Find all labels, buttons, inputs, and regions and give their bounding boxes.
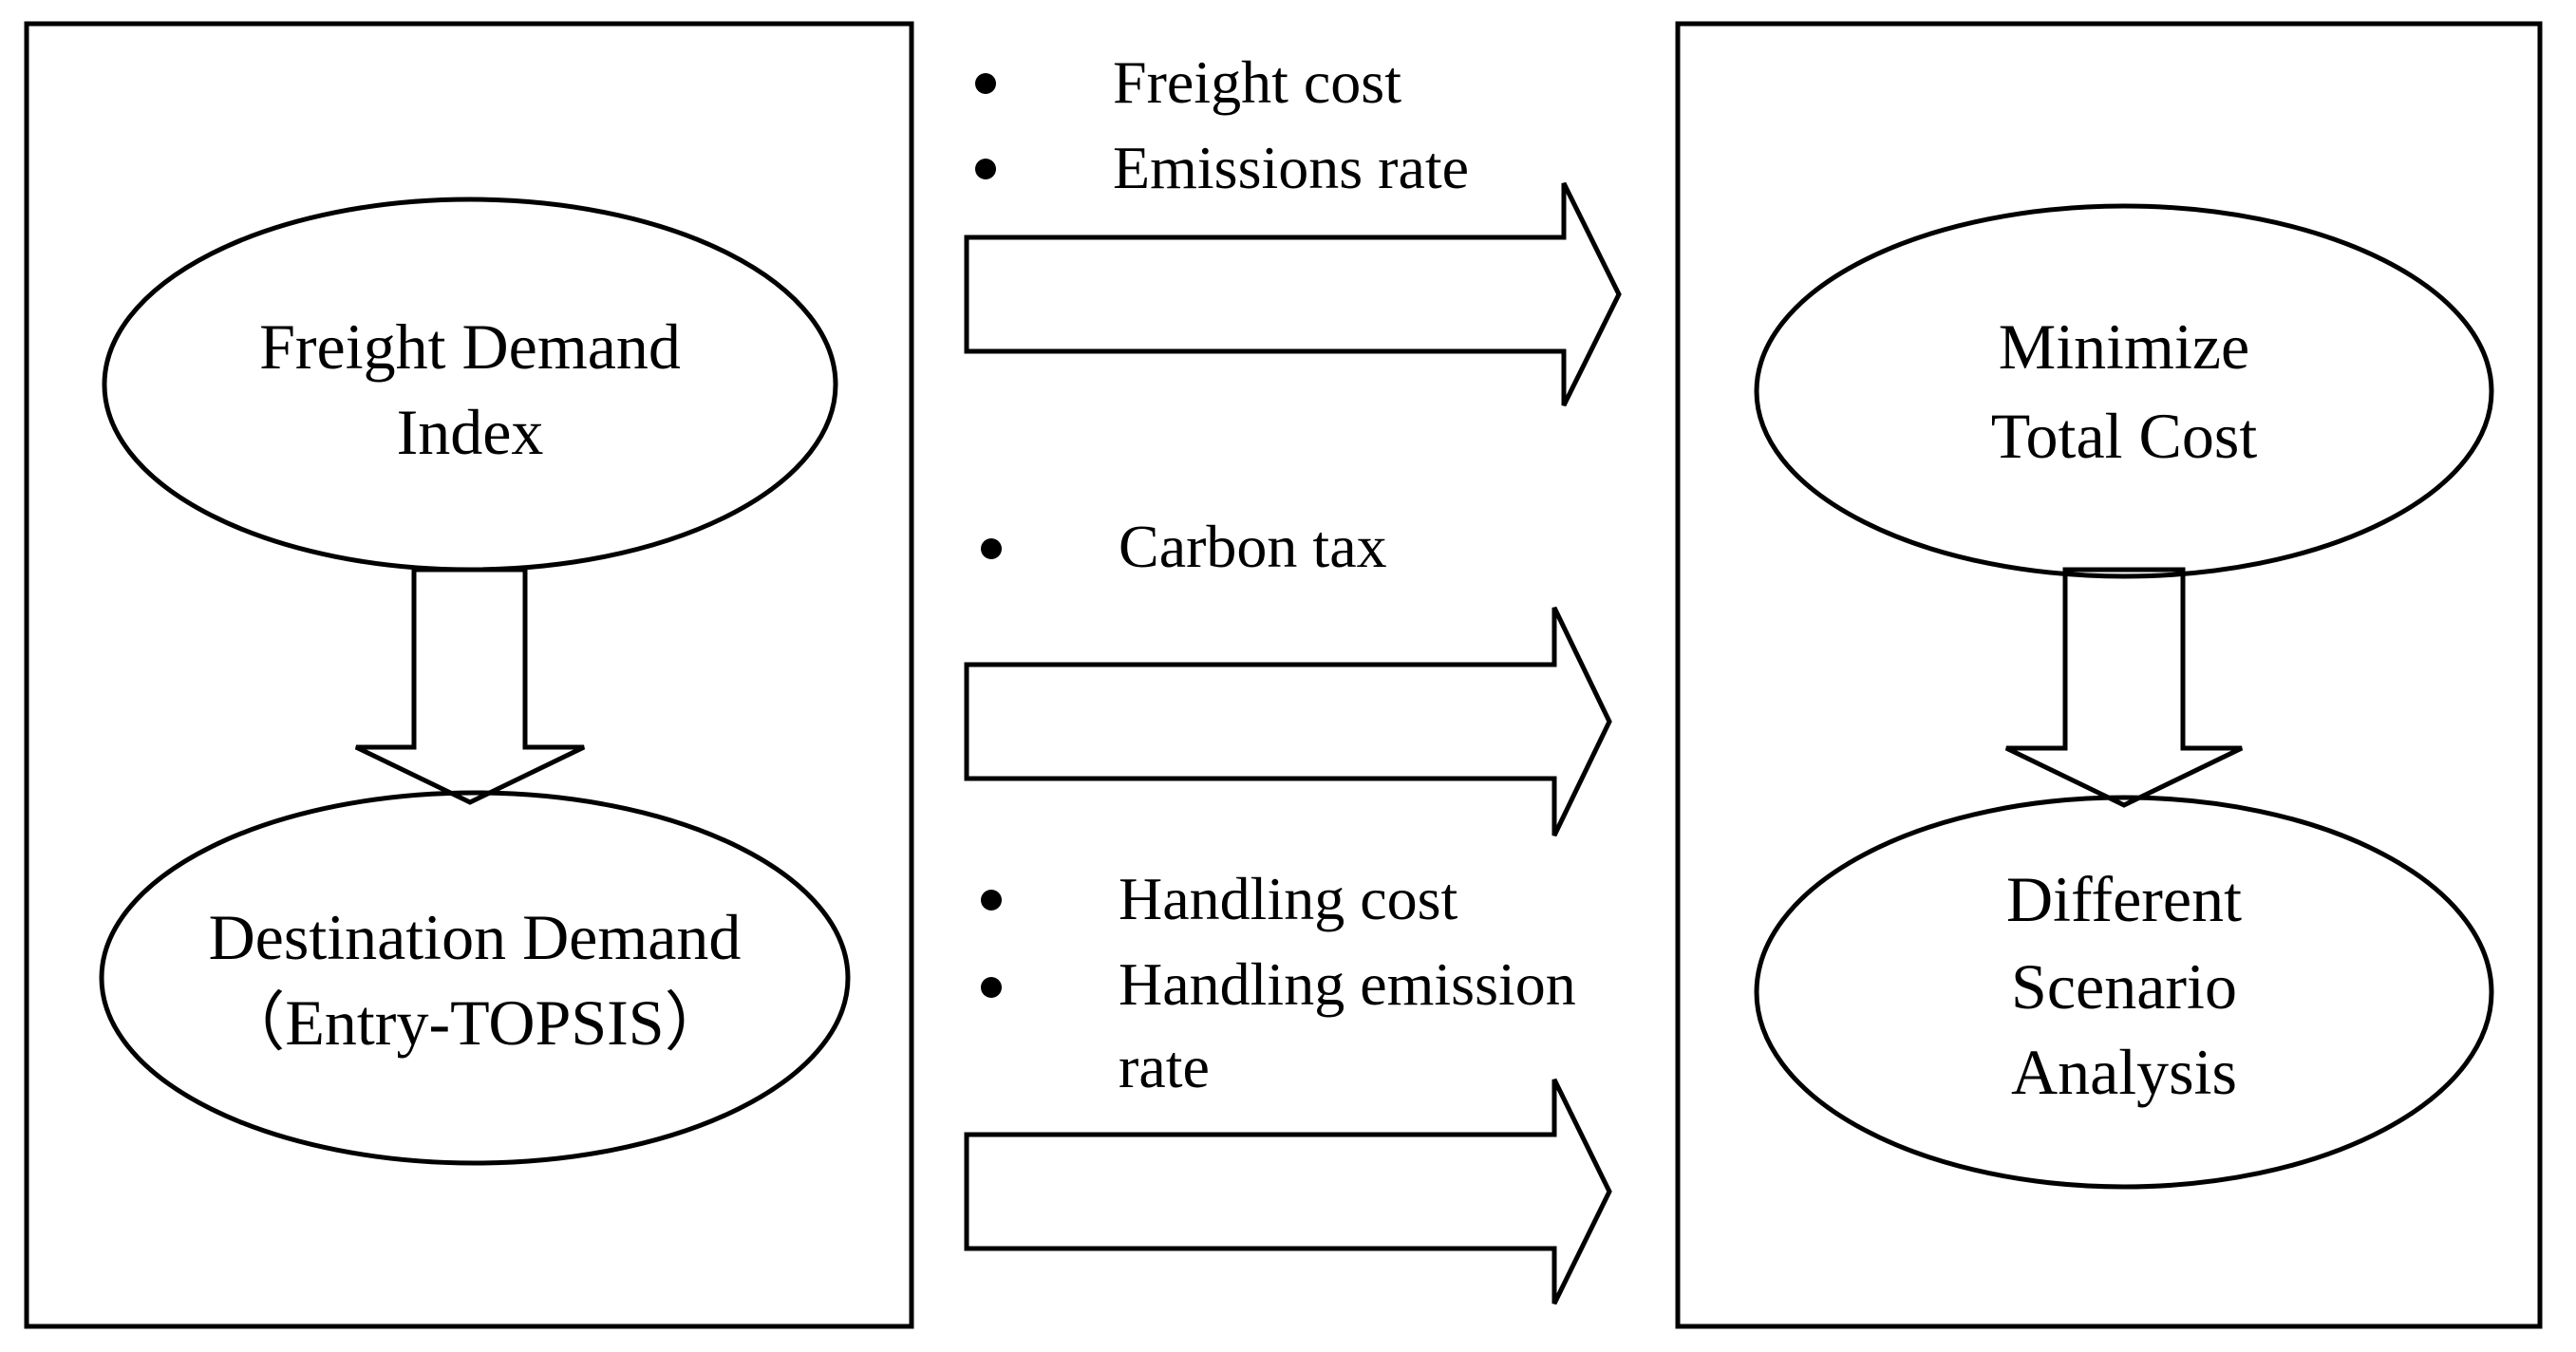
bullet-carbon-tax [981, 538, 1002, 559]
different-scenario-analysis-label-line3: Analysis [2011, 1036, 2237, 1108]
carbon-tax-label: Carbon tax [1119, 513, 1387, 580]
right-arrow-3 [964, 1078, 1612, 1305]
different-scenario-analysis-label-line2: Scenario [2011, 950, 2237, 1023]
left-panel [24, 21, 914, 1329]
different-scenario-analysis-label-line1: Different [2006, 863, 2242, 935]
destination-demand-label-line1: Destination Demand [209, 901, 742, 973]
bullet-freight-cost [975, 73, 996, 94]
left-down-arrow [354, 567, 586, 805]
bullet-handling-cost [981, 890, 1002, 911]
different-scenario-analysis-ellipse [1754, 795, 2494, 1190]
bullet-handling-emission [981, 977, 1002, 998]
freight-cost-label: Freight cost [1113, 48, 1401, 116]
minimize-total-cost-label-line1: Minimize [1999, 310, 2249, 383]
freight-demand-index-label-line2: Index [397, 396, 544, 468]
handling-emission-label: Handling emission [1119, 950, 1576, 1018]
destination-demand-ellipse [99, 790, 851, 1166]
right-panel [1675, 21, 2543, 1329]
right-arrow-2 [964, 606, 1612, 837]
freight-demand-index-label-line1: Freight Demand [259, 310, 681, 383]
right-arrow-1 [964, 181, 1622, 407]
emissions-rate-label: Emissions rate [1113, 134, 1469, 201]
destination-demand-label-line2: （Entry-TOPSIS） [220, 986, 728, 1059]
minimize-total-cost-ellipse [1754, 203, 2494, 579]
freight-demand-index-ellipse [102, 197, 838, 573]
right-down-arrow [2004, 567, 2244, 808]
bullet-emissions-rate [975, 159, 996, 179]
handling-cost-label: Handling cost [1119, 865, 1458, 932]
minimize-total-cost-label-line2: Total Cost [1991, 400, 2258, 472]
handling-emission-rate-continuation: rate [1119, 1033, 1210, 1100]
